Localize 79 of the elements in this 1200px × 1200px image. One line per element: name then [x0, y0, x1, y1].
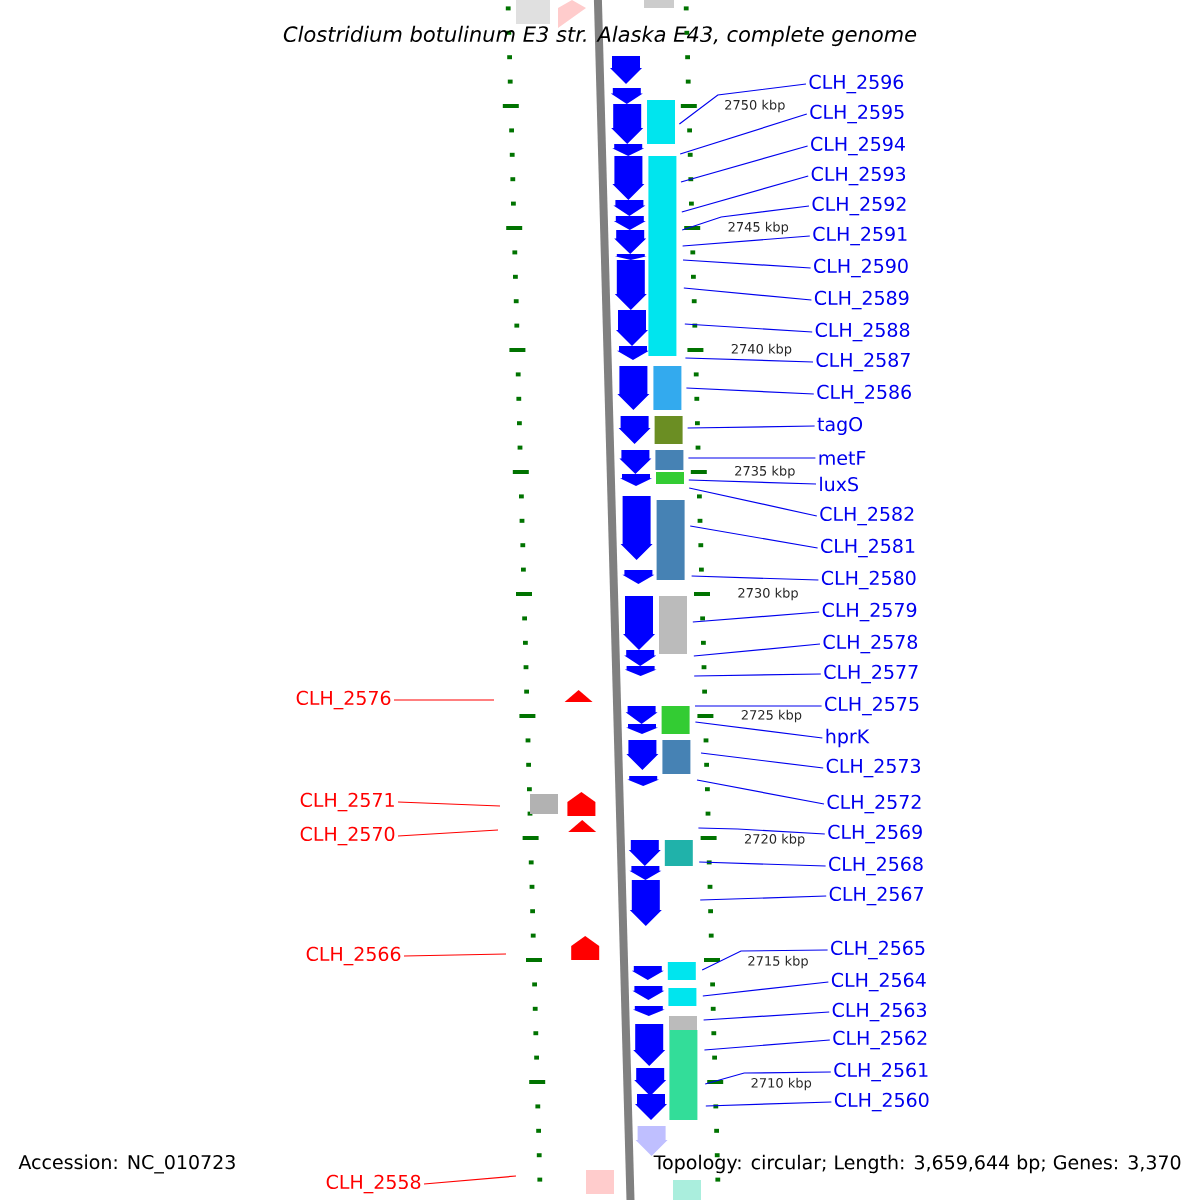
map-title: Clostridium botulinum E3 str. Alaska E43, complete genome: [283, 25, 917, 47]
leader-line: [679, 113, 808, 155]
gene-label: CLH_2564: [831, 972, 926, 992]
gene-label: CLH_2582: [820, 506, 914, 526]
leader-line: [682, 259, 812, 269]
leader-line: [699, 895, 827, 901]
leader-line: [700, 752, 824, 769]
gene-label: metF: [819, 450, 866, 466]
gene-label: CLH_2562: [833, 1030, 927, 1050]
gene-label: CLH_2581: [821, 538, 915, 558]
gene-label: CLH_2578: [823, 634, 918, 654]
gene-label: CLH_2563: [832, 1002, 927, 1022]
leader-line: [685, 387, 815, 395]
gene-label: CLH_2592: [812, 196, 906, 216]
gene-label: CLH_2595: [810, 104, 904, 124]
gene-label: CLH_2567: [829, 886, 923, 906]
leader-line: [696, 779, 825, 805]
leader-line: [705, 1101, 832, 1107]
leader-line: [403, 953, 507, 957]
leader-line: [693, 673, 822, 677]
gene-label: CLH_2580: [821, 570, 916, 590]
gene-label: CLH_2561: [834, 1062, 928, 1082]
leader-line: [702, 981, 829, 997]
leader-line: [423, 1175, 517, 1185]
topology-text: Topology: circular; Length: 3,659,644 bp; Genes: 3,370: [653, 1154, 1181, 1174]
gene-label: CLH_2575: [825, 696, 919, 716]
gene-label: CLH_2558: [326, 1174, 421, 1194]
gene-label: CLH_2572: [827, 794, 921, 814]
gene-label: CLH_2590: [814, 258, 908, 278]
leader-line: [687, 457, 816, 459]
leader-line: [691, 575, 819, 581]
gene-label: CLH_2566: [306, 946, 401, 966]
gene-label: CLH_2586: [817, 384, 911, 404]
leader-line: [683, 287, 812, 301]
leader-line: [684, 357, 814, 363]
gene-label: CLH_2577: [824, 664, 918, 684]
leader-line: [692, 611, 820, 623]
gene-label: CLH_2560: [834, 1092, 929, 1112]
leader-line: [697, 827, 826, 835]
leader-line: [694, 721, 823, 739]
leader-line: [693, 643, 821, 657]
leader-line: [397, 829, 499, 837]
leader-line: [680, 145, 809, 183]
gene-label: CLH_2591: [813, 226, 907, 246]
gene-label: CLH_2565: [831, 940, 925, 960]
gene-label: CLH_2568: [829, 856, 923, 876]
gene-label: luxS: [820, 476, 858, 492]
leader-line: [687, 425, 816, 429]
gene-label: CLH_2587: [816, 352, 910, 372]
gene-label: CLH_2589: [814, 290, 909, 310]
gene-label: tagO: [817, 416, 863, 436]
leader-line: [703, 1011, 830, 1021]
leader-line: [393, 699, 495, 701]
gene-label: CLH_2569: [828, 824, 922, 844]
leader-line: [688, 479, 817, 485]
leader-line: [704, 1071, 832, 1085]
gene-label: CLH_2576: [296, 690, 391, 710]
leader-line: [698, 861, 827, 867]
leader-line: [688, 487, 818, 517]
gene-label: CLH_2594: [811, 136, 905, 156]
leader-line: [701, 949, 829, 971]
leader-line: [694, 705, 823, 707]
leader-line: [689, 525, 819, 549]
gene-label: CLH_2596: [809, 74, 904, 94]
leader-line: [684, 323, 813, 333]
accession-text: Accession: NC_010723: [18, 1154, 235, 1174]
gene-label: CLH_2579: [822, 602, 917, 622]
gene-label: CLH_2573: [826, 758, 921, 778]
leader-line: [682, 235, 811, 247]
gene-label: CLH_2571: [300, 792, 394, 812]
leader-line: [681, 205, 810, 231]
gene-label: hprK: [826, 728, 870, 748]
leader-line: [681, 175, 809, 213]
gene-label: CLH_2570: [300, 826, 395, 846]
leader-line: [703, 1039, 831, 1051]
leader-line: [678, 83, 807, 125]
gene-label: CLH_2588: [815, 322, 910, 342]
gene-label: CLH_2593: [811, 166, 906, 186]
leader-line: [397, 801, 501, 807]
